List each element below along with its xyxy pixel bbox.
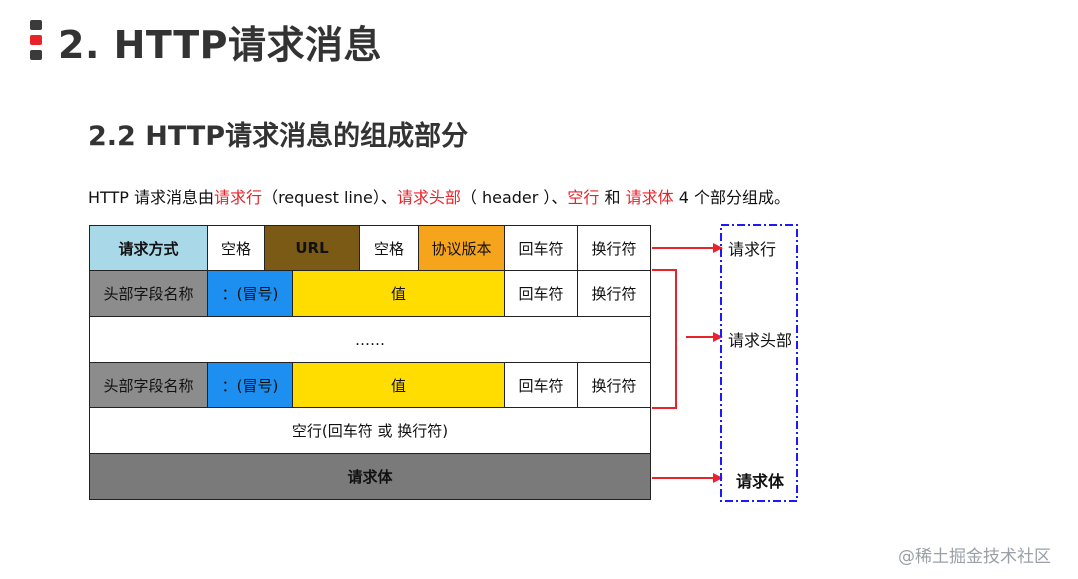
label-request-body: 请求体 (736, 472, 785, 491)
colon-cell-1: ：(冒号) (207, 270, 293, 317)
label-request-header: 请求头部 (728, 331, 793, 350)
header-field-name-cell-1: 头部字段名称 (89, 270, 208, 317)
watermark: @稀土掘金技术社区 (898, 547, 1051, 567)
carriage-return-cell-2: 回车符 (504, 270, 578, 317)
space-cell-2: 空格 (359, 225, 419, 271)
title-bullet-icon (30, 20, 42, 62)
label-request-line: 请求行 (728, 240, 777, 259)
carriage-return-cell-3: 回车符 (504, 362, 578, 408)
space-cell-1: 空格 (207, 225, 265, 271)
section-title: 2.2 HTTP请求消息的组成部分 (88, 121, 469, 152)
protocol-version-cell: 协议版本 (418, 225, 505, 271)
colon-cell-2: ：(冒号) (207, 362, 293, 408)
value-cell-1: 值 (292, 270, 505, 317)
request-body-row: 请求体 (89, 453, 651, 500)
intro-paragraph: HTTP 请求消息由请求行（request line）、请求头部（ header… (88, 188, 790, 207)
header-bracket (652, 269, 677, 409)
message-parts-outline (720, 224, 798, 502)
page-title: 2. HTTP请求消息 (58, 23, 382, 67)
line-feed-cell-1: 换行符 (577, 225, 651, 271)
carriage-return-cell-1: 回车符 (504, 225, 578, 271)
line-feed-cell-3: 换行符 (577, 362, 651, 408)
header-field-name-cell-2: 头部字段名称 (89, 362, 208, 408)
ellipsis-row: …… (89, 316, 651, 363)
request-method-cell: 请求方式 (89, 225, 208, 271)
